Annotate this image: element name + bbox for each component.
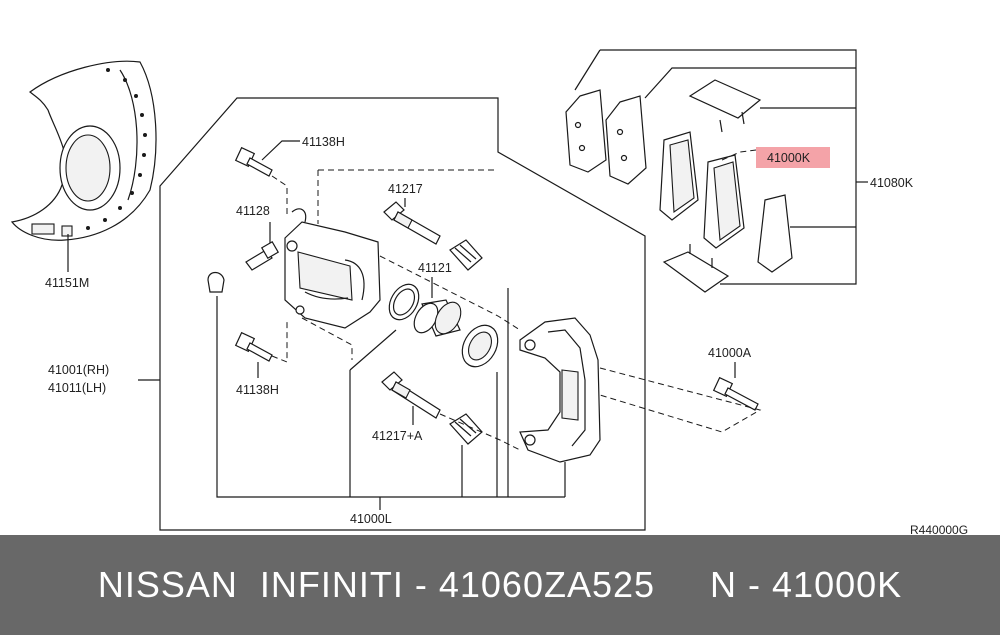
anti-rattle-spring (757, 194, 793, 273)
label-41080K: 41080K (870, 176, 914, 190)
caliper-assembly-frame (159, 97, 646, 531)
label-41000K: 41000K (767, 151, 811, 165)
label-41151M: 41151M (45, 276, 89, 290)
label-41138H-bottom: 41138H (236, 383, 279, 397)
label-41138H-top: 41138H (302, 135, 345, 149)
brake-pad-outer (659, 131, 699, 221)
ref-code: R440000G (910, 523, 968, 535)
dust-shield (10, 60, 157, 241)
caliper-bracket (519, 317, 601, 463)
brake-caliper-exploded-diagram: 41151M 41138H 41128 41217 41121 (10, 49, 968, 535)
caliper-body (284, 208, 381, 329)
piston-seal-ring (388, 283, 420, 321)
highlight-41000K (756, 147, 830, 168)
label-41217-A: 41217+A (372, 429, 423, 443)
guide-bolt-top (234, 146, 273, 177)
label-41121: 41121 (418, 261, 452, 275)
label-41128: 41128 (236, 204, 270, 218)
pad-shim-outer (565, 89, 607, 173)
label-41000A: 41000A (708, 346, 752, 360)
part-number-banner: NISSAN INFINITI - 41060ZA525 N - 41000K (0, 535, 1000, 635)
label-41011-LH: 41011(LH) (48, 381, 106, 395)
guide-pin-bottom (381, 371, 441, 419)
piston-boot (461, 324, 499, 368)
brake-pad-inner (703, 154, 745, 249)
banner-text: NISSAN INFINITI - 41060ZA525 N - 41000K (97, 564, 903, 605)
piston (413, 299, 462, 337)
label-41000L: 41000L (350, 512, 392, 526)
label-41001-RH: 41001(RH) (48, 363, 109, 377)
pad-shim-inner (605, 95, 647, 185)
bleeder-cap (207, 271, 225, 293)
pin-boot-top (449, 239, 483, 271)
guide-pin-top (383, 201, 441, 245)
guide-bolt-bottom (234, 331, 273, 362)
pin-boot-bottom (449, 413, 483, 445)
pad-clip-top (688, 79, 762, 133)
bleeder-screw (245, 240, 280, 271)
mounting-bolt (712, 376, 759, 411)
label-41217-top: 41217 (388, 182, 423, 196)
pad-clip-bottom (662, 244, 730, 293)
